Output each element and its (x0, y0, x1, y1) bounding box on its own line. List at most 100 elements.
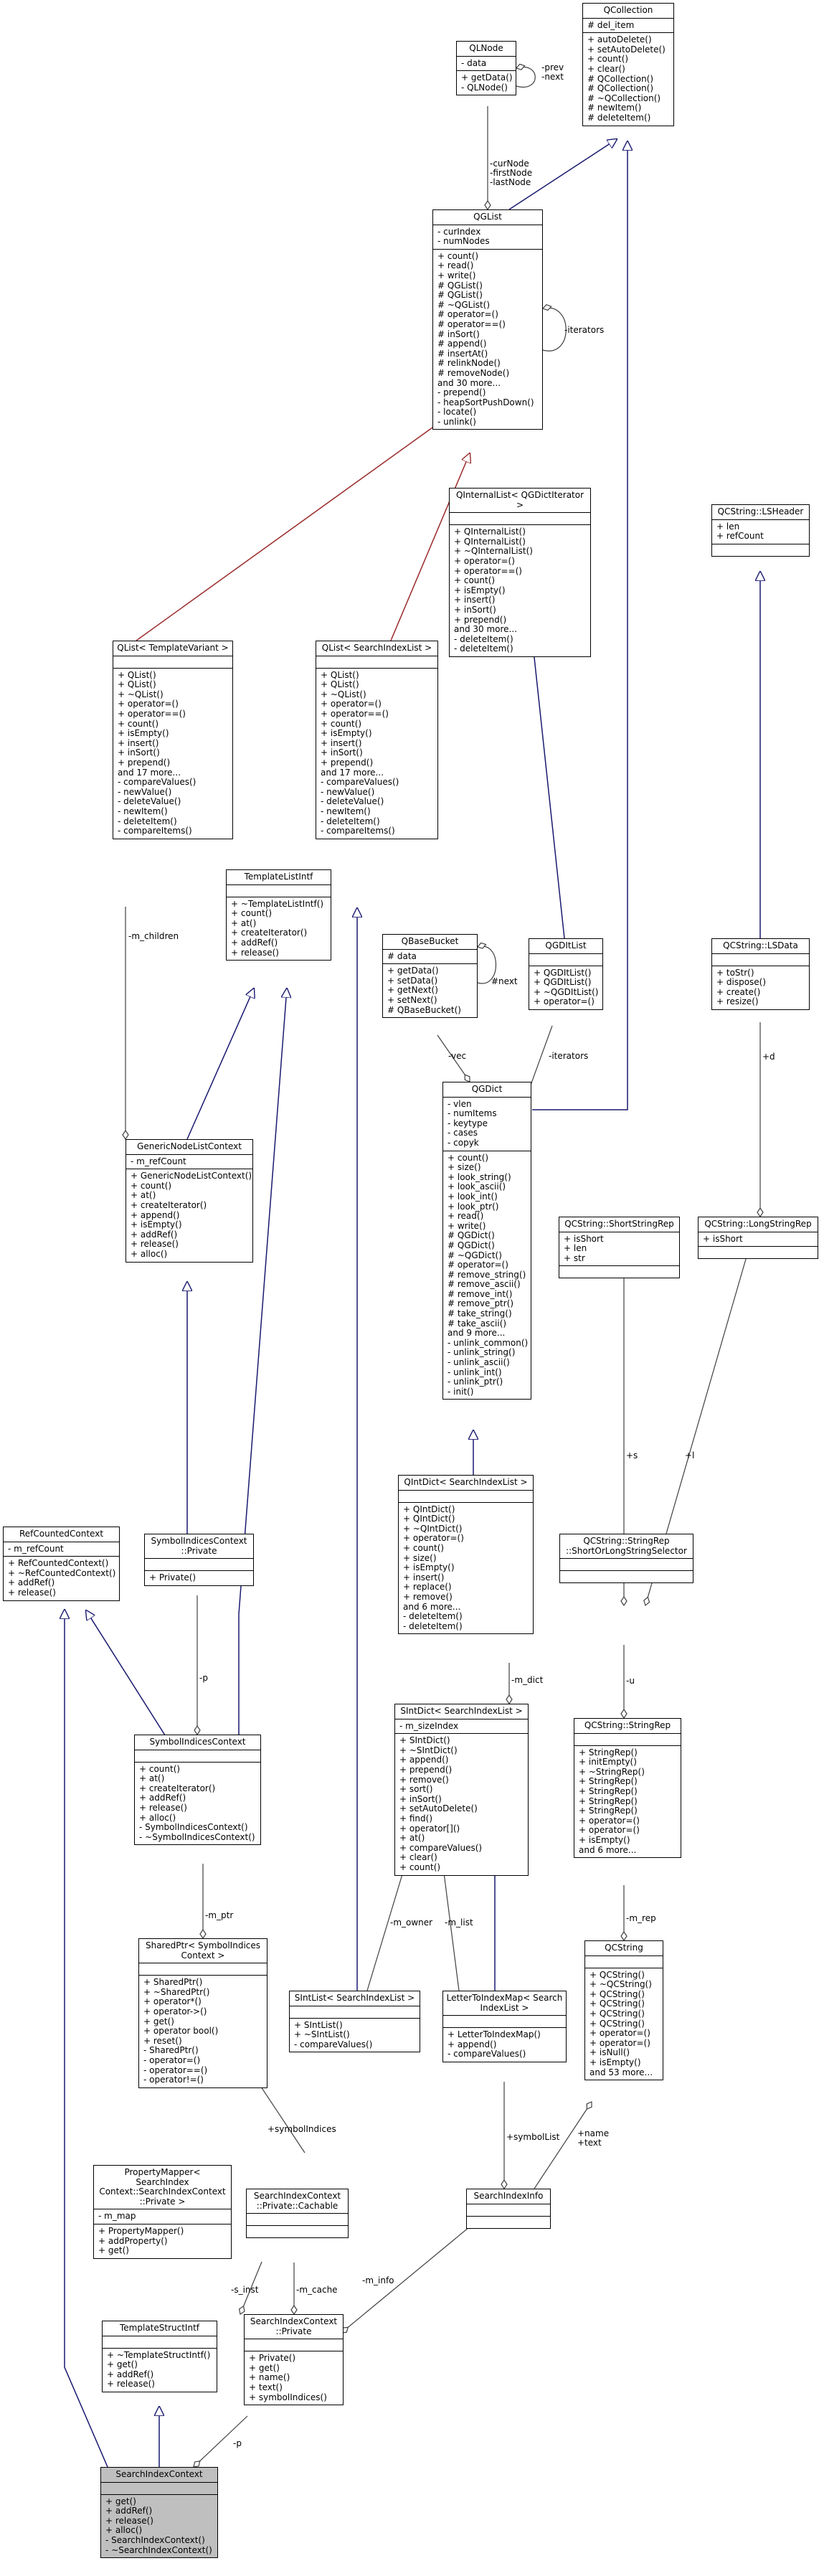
method-row: # take_string() (447, 1308, 512, 1319)
method-row: + ~SharedPtr() (143, 1986, 210, 1997)
method-row: # operator=() (447, 1260, 508, 1270)
method-row: + inSort() (118, 747, 160, 758)
method-row: # ~QGList() (437, 299, 491, 310)
class-attributes (135, 1750, 260, 1763)
class-qcstring-lsdata[interactable]: QCString::LSData+ toStr()+ dispose()+ cr… (711, 938, 810, 1010)
class-qlist-searchindexlist[interactable]: QList< SearchIndexList >+ QList()+ QList… (316, 641, 438, 839)
method-row: - deleteItem() (118, 816, 177, 826)
method-row: + clear() (399, 1852, 437, 1863)
attribute-row: + refCount (716, 531, 764, 542)
method-row: + inSort() (399, 1793, 442, 1804)
method-row: + name() (249, 2372, 290, 2383)
method-row: + setNext() (387, 994, 437, 1005)
method-row: + sort() (399, 1784, 433, 1795)
class-qgditlist[interactable]: QGDItList+ QGDItList()+ QGDItList()+ ~QG… (529, 938, 603, 1010)
method-row: # deleteItem() (587, 112, 651, 123)
method-row: + QCString() (589, 1999, 645, 2009)
class-sharedptr-symbolindicescontext[interactable]: SharedPtr< SymbolIndices Context >+ Shar… (138, 1938, 267, 2088)
class-methods: + LetterToIndexMap()+ append()- compareV… (443, 2028, 566, 2062)
method-row: + addRef() (131, 1229, 178, 1240)
method-row: + operator=() (118, 699, 179, 709)
edge-qlistsil-qglist (390, 453, 470, 641)
edge-qlisttv-qglist (136, 411, 455, 641)
class-templatelistintf[interactable]: TemplateListIntf+ ~TemplateListIntf()+ c… (226, 869, 331, 961)
class-propertymapper[interactable]: PropertyMapper< SearchIndex Context::Sea… (93, 2165, 232, 2259)
method-row: + operator=() (579, 1825, 640, 1836)
class-methods: + QList()+ QList()+ ~QList()+ operator=(… (316, 669, 437, 839)
class-qcollection[interactable]: QCollection# del_item+ autoDelete()+ set… (582, 3, 674, 126)
class-title: QCString::StringRep (574, 1719, 681, 1734)
class-symbolindicescontext[interactable]: SymbolIndicesContext+ count()+ at()+ cre… (134, 1735, 261, 1846)
class-attributes (103, 2336, 217, 2349)
class-searchindexcontext-private[interactable]: SearchIndexContext ::Private+ Private()+… (244, 2314, 344, 2406)
class-attributes (245, 2339, 343, 2352)
class-searchindexinfo[interactable]: SearchIndexInfo (466, 2189, 551, 2229)
class-sintdict-searchindexlist[interactable]: SIntDict< SearchIndexList >- m_sizeIndex… (394, 1704, 529, 1876)
method-row: - operator=() (143, 2054, 201, 2065)
method-row: + release() (105, 2515, 153, 2526)
method-row: - unlink_common() (447, 1337, 529, 1348)
method-row: + operator==() (321, 708, 389, 719)
method-row: - compareValues() (118, 777, 196, 788)
class-attributes: # del_item (583, 19, 673, 34)
class-attributes: - curIndex- numNodes (433, 225, 542, 250)
method-row: - compareItems() (118, 826, 192, 836)
method-row: + QList() (321, 669, 359, 680)
class-sintlist-searchindexlist[interactable]: SIntList< SearchIndexList >+ SIntList()+… (289, 1991, 420, 2053)
method-row: and 6 more... (579, 1844, 637, 1855)
method-row: + ~StringRep() (579, 1766, 645, 1777)
class-qinternallist-qgdictiterator[interactable]: QInternalList< QGDictIterator >+ QIntern… (449, 488, 591, 657)
method-row: - newValue() (118, 786, 172, 797)
method-row: + isEmpty() (579, 1834, 630, 1845)
class-searchindexcontext[interactable]: SearchIndexContext+ get()+ addRef()+ rel… (100, 2467, 218, 2559)
class-qintdict-searchindexlist[interactable]: QIntDict< SearchIndexList >+ QIntDict()+… (398, 1475, 534, 1635)
class-symbolindicescontext-private[interactable]: SymbolIndicesContext ::Private+ Private(… (144, 1534, 254, 1586)
method-row: + RefCountedContext() (8, 1558, 109, 1569)
class-qcstring-stringrep[interactable]: QCString::StringRep+ StringRep()+ initEm… (574, 1718, 681, 1859)
method-row: - deleteItem() (403, 1611, 463, 1622)
method-row: + StringRep() (579, 1785, 638, 1796)
label-m-list: -m_list (445, 1917, 473, 1928)
class-refcountedcontext[interactable]: RefCountedContext- m_refCount+ RefCounte… (3, 1527, 120, 1601)
method-row: + write() (437, 270, 476, 280)
attribute-row: - numNodes (437, 236, 490, 247)
class-qcstring-lsheader[interactable]: QCString::LSHeader+ len+ refCount (711, 504, 810, 557)
class-methods (698, 1247, 818, 1258)
method-row: # relinkNode() (437, 358, 501, 369)
class-methods: + count()+ read()+ write()# QGList()# QG… (433, 250, 542, 430)
class-qcstring-longstringrep[interactable]: QCString::LongStringRep+ isShort (698, 1217, 818, 1260)
method-row: + insert() (321, 737, 362, 748)
edge-propertymapper-sicprivate (240, 2261, 262, 2314)
template-edges (136, 411, 470, 641)
method-row: + QIntDict() (403, 1504, 455, 1514)
attribute-row: - copyk (447, 1137, 479, 1148)
class-qgdict[interactable]: QGDict- vlen- numItems- keytype- cases- … (442, 1082, 531, 1400)
class-title: SIntDict< SearchIndexList > (395, 1704, 528, 1719)
method-row: + operator=() (321, 699, 382, 709)
class-searchindexcontext-private-cachable[interactable]: SearchIndexContext ::Private::Cachable (246, 2189, 349, 2239)
method-row: + release() (107, 2379, 155, 2389)
label-s-inst: -s_inst (231, 2285, 259, 2295)
class-lettertoindexmap-searchindexlist[interactable]: LetterToIndexMap< Search IndexList >+ Le… (442, 1991, 567, 2062)
class-qcstring[interactable]: QCString+ QCString()+ ~QCString()+ QCStr… (584, 1940, 663, 2081)
method-row: + count() (454, 575, 496, 586)
method-row: + operator bool() (143, 2026, 219, 2037)
method-row: and 53 more... (589, 2067, 653, 2077)
edge-qcstring-searchindexinfo (534, 2102, 592, 2189)
method-row: + inSort() (454, 604, 496, 615)
class-attributes (227, 885, 331, 897)
label-symbolindices: +symbolIndices (267, 2124, 336, 2134)
class-methods: + SIntList()+ ~SIntList()- compareValues… (290, 2019, 420, 2052)
class-genericnodelistcontext[interactable]: GenericNodeListContext- m_refCount+ Gene… (126, 1139, 253, 1263)
class-qlist-templatevariant[interactable]: QList< TemplateVariant >+ QList()+ QList… (113, 641, 233, 839)
class-methods: + QList()+ QList()+ ~QList()+ operator=(… (113, 669, 232, 839)
class-qcstring-shortstringrep[interactable]: QCString::ShortStringRep+ isShort+ len+ … (559, 1217, 680, 1279)
class-qcstring-stringrep-shortorlong[interactable]: QCString::StringRep ::ShortOrLongStringS… (559, 1534, 693, 1584)
class-qbasebucket[interactable]: QBaseBucket# data+ getData()+ setData()+… (382, 934, 478, 1019)
class-qglist[interactable]: QGList- curIndex- numNodes+ count()+ rea… (432, 209, 543, 430)
method-row: + release() (8, 1587, 56, 1598)
class-qlnode[interactable]: QLNode- data+ getData()- QLNode() (456, 41, 516, 96)
class-templatestructintf[interactable]: TemplateStructIntf+ ~TemplateStructIntf(… (102, 2321, 217, 2392)
class-attributes: - vlen- numItems- keytype- cases- copyk (443, 1098, 531, 1151)
class-title: GenericNodeListContext (126, 1140, 252, 1155)
